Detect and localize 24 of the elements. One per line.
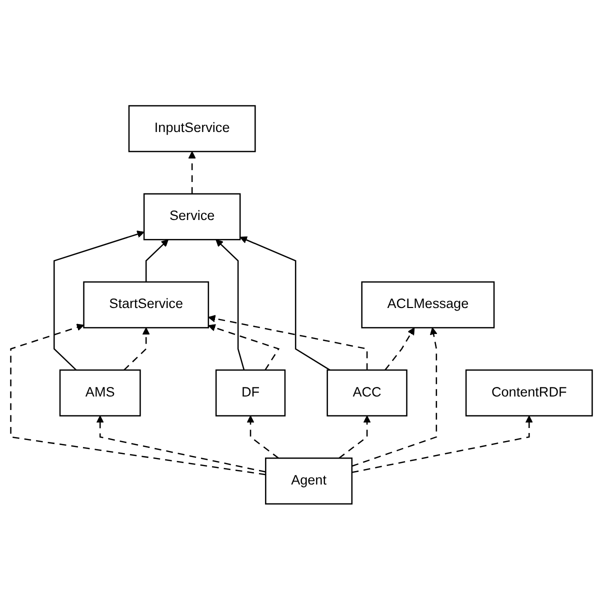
node-box: Agent [265, 458, 353, 505]
node-box: DF [215, 370, 286, 417]
arrow [145, 239, 169, 282]
node-box: ContentRDF [465, 370, 593, 417]
node-box: InputService [128, 105, 256, 152]
arrow [246, 416, 279, 459]
node-box: ACLMessage [361, 281, 495, 328]
arrow [352, 328, 438, 467]
arrow [338, 416, 371, 459]
arrow [54, 230, 144, 371]
arrow [208, 324, 280, 371]
node-box: ACC [326, 370, 408, 417]
arrow [188, 151, 196, 194]
node-box: Service [143, 193, 241, 240]
arrow [384, 328, 415, 371]
arrow [10, 324, 266, 476]
arrow [124, 328, 150, 371]
arrow [208, 315, 368, 370]
node-box: AMS [59, 370, 141, 417]
node-box: StartService [83, 281, 210, 328]
arrow [216, 239, 245, 370]
arrow [352, 416, 533, 474]
arrow [240, 236, 330, 371]
arrow [96, 416, 266, 473]
